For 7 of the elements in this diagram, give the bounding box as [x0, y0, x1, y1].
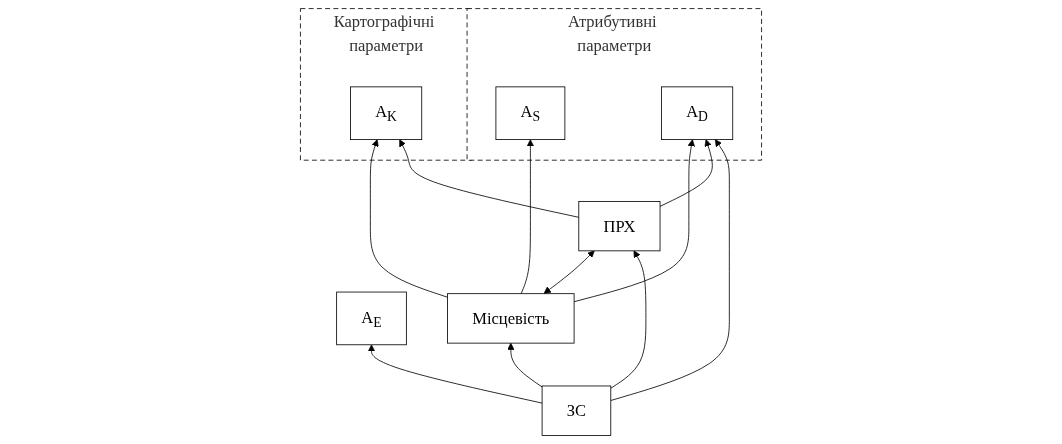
- node-box: Місцевість: [447, 293, 575, 344]
- node-box: A$_{D}$: [661, 86, 734, 140]
- node-box: ЗС: [541, 385, 612, 436]
- node-box: A$_{E}$: [336, 291, 407, 346]
- node-box: A$_{S}$: [495, 86, 566, 140]
- node-box: A$_{K}$: [350, 86, 423, 140]
- node-box: ПРХ: [578, 201, 661, 252]
